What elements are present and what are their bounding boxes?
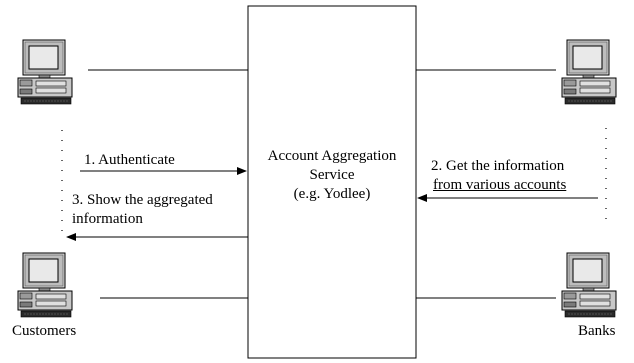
step-get-info-label-line1: 2. Get the information — [431, 158, 565, 174]
customer-computer-top-icon — [17, 39, 73, 105]
banks-label: Banks — [578, 323, 616, 339]
step-get-info-label-line2: from various accounts — [433, 177, 567, 193]
customer-computer-bottom-icon — [17, 252, 73, 318]
step-show-label-line1: 3. Show the aggregated — [72, 192, 213, 208]
service-title-line1: Account Aggregation — [267, 148, 397, 164]
step-authenticate-label: 1. Authenticate — [84, 152, 175, 168]
step-show-label-line2: information — [72, 211, 143, 227]
service-example: (e.g. Yodlee) — [293, 186, 371, 202]
bank-computer-bottom-icon — [561, 252, 617, 318]
service-title-line2: Service — [309, 167, 355, 183]
customers-label: Customers — [12, 323, 77, 339]
bank-computer-top-icon — [561, 39, 617, 105]
aggregation-service-box — [247, 5, 417, 359]
